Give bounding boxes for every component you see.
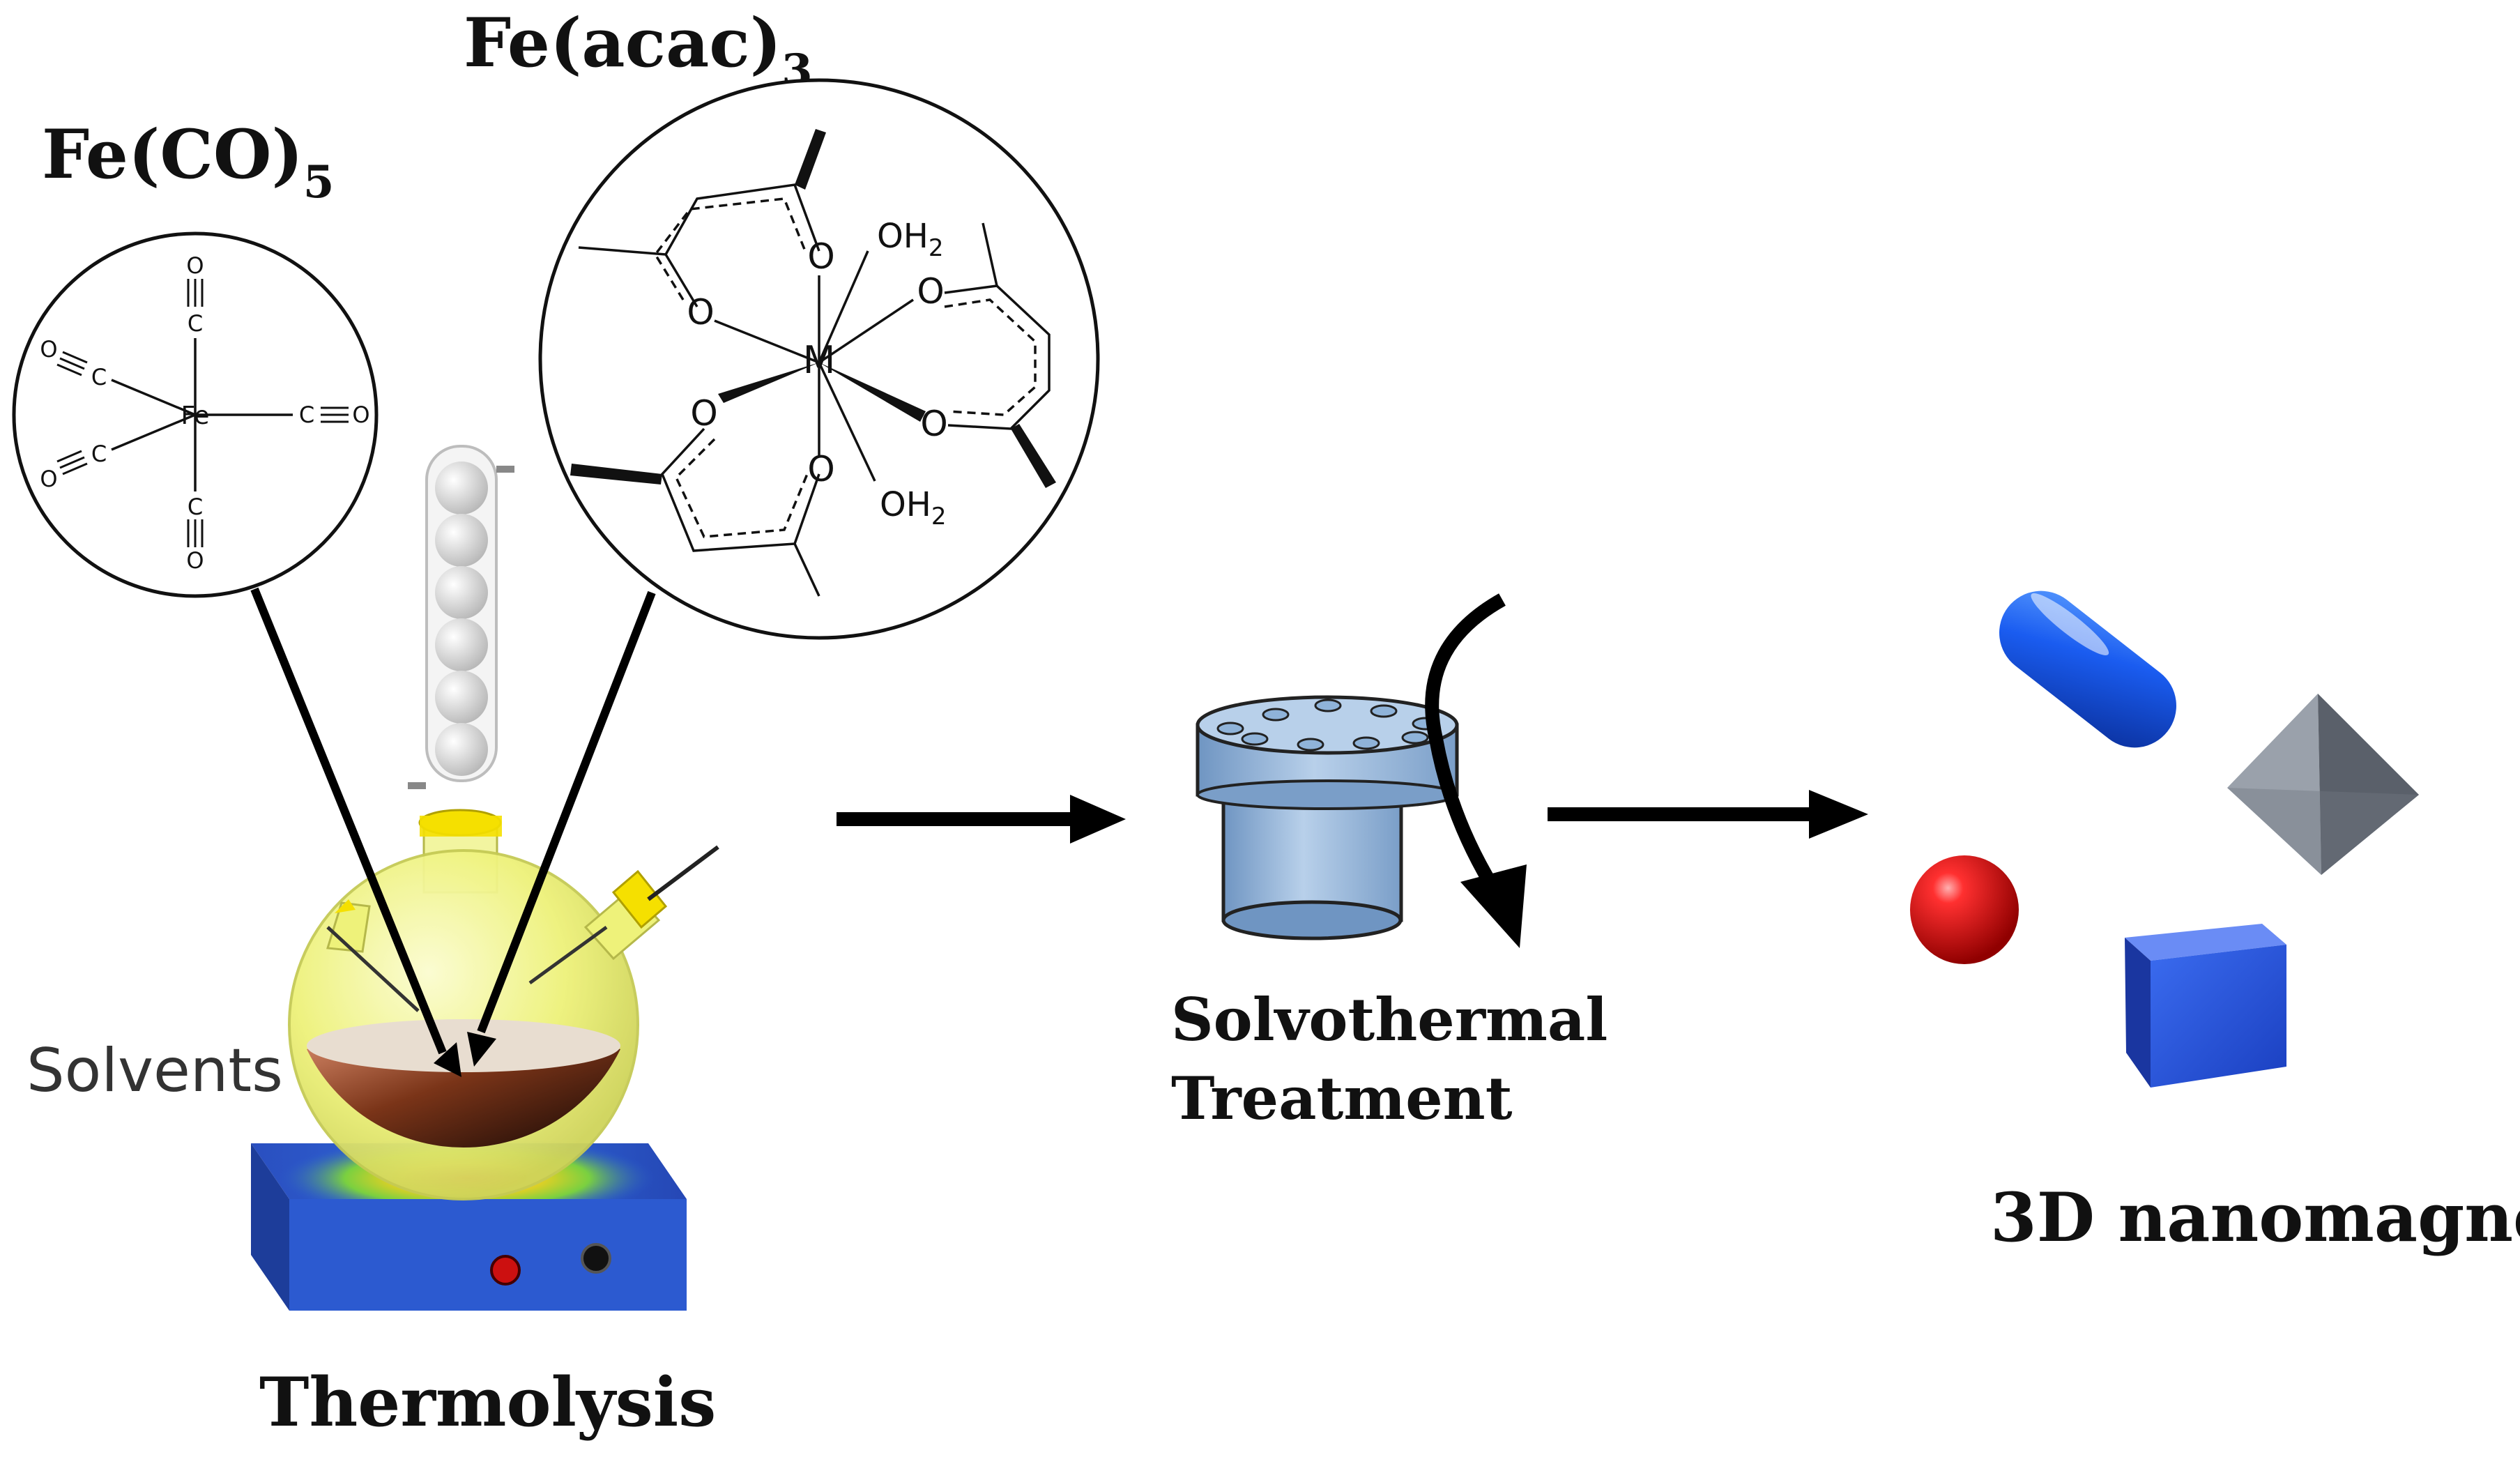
round-bottom-flask [288,809,719,1200]
solvothermal-label-line1: Solvothermal [1171,985,1608,1054]
fe-atom: Fe [181,402,210,430]
svg-text:O: O [186,252,204,279]
svg-text:C: C [188,494,203,520]
solvothermal-label-line2: Treatment [1171,1064,1513,1133]
hot-plate-red-knob [490,1255,521,1286]
octahedron-nanoparticle [2227,694,2419,875]
svg-text:Fe(CO)5: Fe(CO)5 [42,115,334,208]
svg-text:Fe(acac)3: Fe(acac)3 [464,3,813,97]
svg-text:C: C [91,364,107,390]
fe-co5-structure: Fe C O C O C O C O C O [12,231,379,598]
svg-text:O: O [920,404,947,444]
sphere-nanoparticle [1910,855,2019,964]
nanomagnets-label: 3D nanomagnets [1990,1178,2520,1257]
process-arrow-2 [1548,790,1868,839]
svg-text:O: O [690,393,717,434]
svg-text:O: O [807,449,834,489]
svg-text:O: O [352,402,369,428]
svg-text:O: O [917,271,944,312]
svg-text:O: O [40,466,57,492]
capsule-nanorod [1999,590,2176,748]
svg-text:O: O [807,236,834,277]
fe-co5-title: Fe(CO)5 [42,115,334,208]
water-ligand-bottom: OH2 [880,485,947,531]
condenser-column [408,445,514,789]
solvents-label: Solvents [26,1036,283,1106]
svg-text:C: C [188,310,203,337]
water-ligand-top: OH2 [877,217,944,262]
reagent-arrows [250,587,656,1077]
m-atom: M [803,338,836,382]
svg-text:O: O [40,336,57,363]
svg-text:O: O [186,547,204,574]
solvothermal-reactor [1196,593,1527,948]
fe-acac3-arrow [477,590,656,1034]
svg-text:C: C [299,402,314,428]
cube-nanoparticle [2125,924,2286,1088]
process-arrow-1 [837,795,1126,844]
svg-text:O: O [687,292,714,333]
nanomagnet-shapes [1910,590,2419,1088]
acac-structure: M O O O O O O OH2 OH2 [538,78,1100,640]
hot-plate-black-knob [581,1243,611,1274]
thermolysis-label: Thermolysis [259,1363,716,1442]
fe-acac3-title: Fe(acac)3 [464,3,813,97]
svg-text:C: C [91,441,107,467]
fe-co5-arrow [250,587,447,1055]
